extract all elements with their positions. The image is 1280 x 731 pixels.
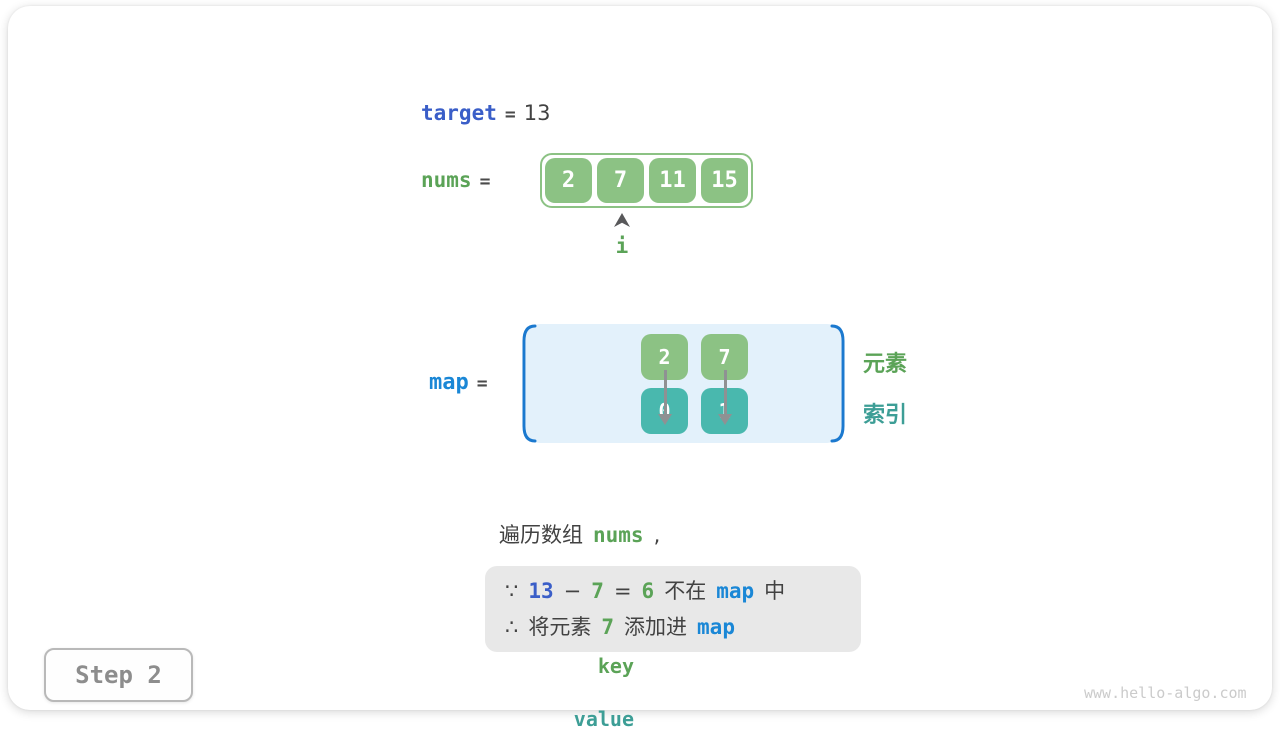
step-badge: Step 2: [44, 648, 193, 702]
map-label: map =: [429, 370, 496, 395]
nums-array-cell: 15: [701, 158, 748, 203]
text-token: map: [716, 579, 755, 603]
map-key-row-label: key: [597, 654, 634, 678]
target-line: target = 13: [421, 101, 550, 125]
nums-array-cell: 11: [649, 158, 696, 203]
text-token: 6: [641, 579, 655, 603]
text-token: 添加进: [624, 615, 688, 639]
nums-array-cell: 7: [597, 158, 644, 203]
left-bracket-icon: [522, 324, 537, 443]
index-pointer-label: i: [615, 234, 629, 258]
text-token: 中: [764, 579, 786, 603]
index-side-label: 索引: [863, 403, 908, 428]
text-token: ,: [653, 523, 661, 547]
map-keyword: map: [429, 370, 469, 395]
key-to-value-arrow-icon: [658, 370, 672, 426]
nums-keyword: nums: [421, 168, 472, 192]
key-to-value-arrow-icon: [718, 370, 732, 426]
target-keyword: target: [421, 101, 497, 125]
index-pointer-arrow-icon: [614, 213, 630, 227]
text-token: ∵: [505, 579, 519, 603]
text-token: 13: [528, 579, 554, 603]
text-token: 7: [591, 579, 604, 603]
note-line-1: ∵ 13−7 = 6 不在 map 中: [505, 573, 861, 609]
nums-label: nums =: [421, 168, 498, 192]
text-token: 将元素: [528, 615, 592, 639]
note-box: ∵ 13−7 = 6 不在 map 中 ∴ 将元素 7 添加进 map: [485, 566, 861, 652]
text-token: 遍历数组: [499, 523, 583, 547]
watermark: www.hello-algo.com: [1084, 684, 1247, 702]
text-token: 7: [601, 615, 615, 639]
element-side-label: 元素: [863, 352, 908, 377]
note-line-2: ∴ 将元素 7 添加进 map: [505, 609, 861, 645]
nums-array-cell: 2: [545, 158, 592, 203]
text-token: nums: [593, 523, 644, 547]
text-token: 不在: [664, 579, 707, 603]
nums-equals: =: [479, 171, 491, 192]
map-equals: =: [476, 373, 488, 394]
text-token: map: [697, 615, 735, 639]
map-value-row-label: value: [573, 707, 634, 731]
text-token: −: [563, 579, 582, 603]
text-token: ∴: [505, 615, 519, 639]
caption-line: 遍历数组 nums,: [499, 519, 660, 549]
target-value: 13: [523, 101, 551, 125]
text-token: =: [613, 579, 632, 603]
target-equals: =: [504, 104, 516, 125]
right-bracket-icon: [830, 324, 845, 443]
